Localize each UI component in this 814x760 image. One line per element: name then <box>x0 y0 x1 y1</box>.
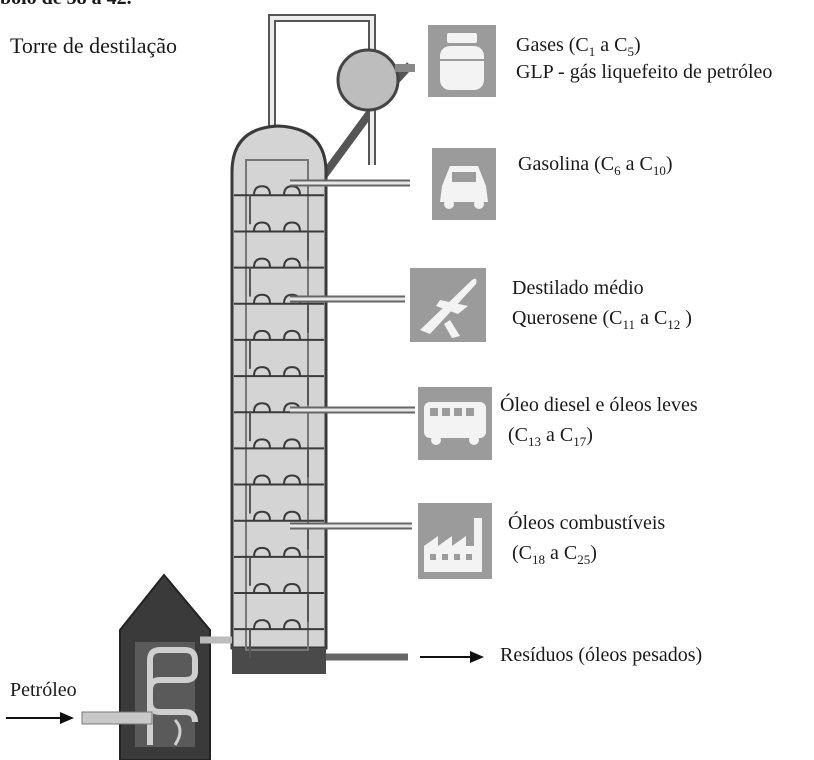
fraction-middle-distillate-label: Destilado médio <box>512 277 644 299</box>
residue-label: Resíduos (óleos pesados) <box>500 644 703 666</box>
fraction-fuel-oil-range: (C18 a C25) <box>512 542 597 567</box>
airplane-icon <box>410 268 486 342</box>
gas-cylinder-icon <box>428 25 496 97</box>
bubble-cap <box>253 221 271 232</box>
bubble-cap <box>253 366 271 377</box>
side-draw-pipes-inner <box>290 181 415 528</box>
bubble-cap <box>283 546 301 557</box>
fraction-gases-description: GLP - gás liquefeito de petróleo <box>516 61 773 83</box>
tower-trays <box>234 185 324 659</box>
bubble-cap <box>253 474 271 485</box>
diagram-title: Torre de destilação <box>10 33 178 58</box>
bubble-cap <box>253 329 271 340</box>
bus-icon <box>418 387 492 460</box>
bubble-cap <box>283 438 301 449</box>
bubble-cap <box>253 546 271 557</box>
bubble-cap <box>283 329 301 340</box>
bubble-cap <box>283 257 301 268</box>
bubble-cap <box>283 474 301 485</box>
distillation-tower <box>230 124 328 674</box>
bubble-cap <box>253 619 271 630</box>
bubble-cap <box>283 366 301 377</box>
bubble-cap <box>283 619 301 630</box>
feed-label: Petróleo <box>10 679 77 701</box>
bubble-cap <box>253 402 271 413</box>
bubble-cap <box>283 221 301 232</box>
bubble-cap <box>253 257 271 268</box>
bubble-cap <box>253 438 271 449</box>
car-icon <box>432 148 496 220</box>
fraction-gasoline-label: Gasolina (C6 a C10) <box>518 153 673 178</box>
fraction-kerosene-label: Querosene (C11 a C12 ) <box>512 307 692 332</box>
fraction-diesel-range: (C13 a C17) <box>508 424 593 449</box>
bubble-cap <box>253 185 271 196</box>
bubble-cap <box>253 510 271 521</box>
fraction-diesel-label: Óleo diesel e óleos leves <box>500 394 698 416</box>
furnace <box>119 573 232 760</box>
factory-icon <box>418 503 492 579</box>
bubble-cap <box>253 293 271 304</box>
bubble-cap <box>283 510 301 521</box>
fraction-fuel-oil-label: Óleos combustíveis <box>508 512 666 534</box>
separator-drum <box>336 48 400 112</box>
feed-pipe <box>6 711 153 725</box>
residue-arrow <box>420 651 484 663</box>
gas-outlet-pipe <box>395 64 415 72</box>
cropped-header-text: bolo de 38 a 42. <box>0 0 132 10</box>
bubble-cap <box>283 582 301 594</box>
bubble-cap <box>253 582 271 594</box>
fraction-gases-label: Gases (C1 a C5) <box>516 34 641 59</box>
